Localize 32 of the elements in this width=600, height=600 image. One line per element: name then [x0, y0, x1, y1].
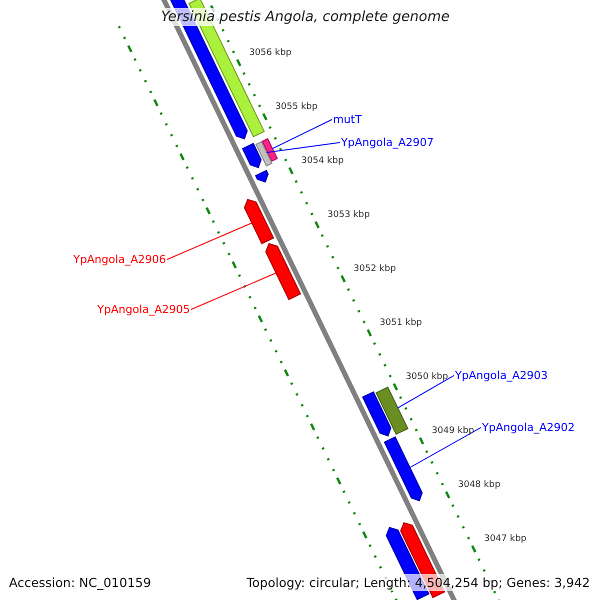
gene-label: mutT: [333, 113, 362, 126]
scale-label: 3056 kbp: [249, 48, 292, 59]
gene-label: YpAngola_A2903: [455, 369, 548, 382]
scale-label: 3053 kbp: [327, 210, 370, 221]
scale-label: 3055 kbp: [275, 102, 318, 113]
gene-label: YpAngola_A2902: [482, 421, 575, 434]
gene-feature-block: [362, 391, 392, 437]
gene-feature-block: [254, 170, 269, 183]
scale-label: 3050 kbp: [406, 372, 448, 383]
leader-line: [190, 272, 276, 310]
gene-feature-block: [265, 242, 302, 300]
gene-feature-block: [384, 436, 423, 502]
gene-label: YpAngola_A2907: [341, 136, 434, 149]
gene-label: YpAngola_A2905: [97, 303, 190, 316]
scale-label: 3047 kbp: [484, 534, 526, 545]
scale-label: 3048 kbp: [458, 480, 500, 491]
footer-text: Topology: circular; Length: 4,504,254 bp; Genes: 3,942: [244, 574, 592, 591]
gene-feature-block: [255, 141, 273, 167]
leader-line: [272, 119, 332, 150]
leader-line: [166, 222, 252, 260]
gene-label: YpAngola_A2906: [73, 253, 166, 266]
leader-line: [266, 142, 340, 153]
scale-label: 3054 kbp: [301, 156, 344, 167]
gene-feature-block: [244, 198, 274, 244]
scale-label: 3052 kbp: [354, 264, 396, 275]
leader-line: [397, 375, 454, 408]
leader-line: [410, 427, 482, 468]
gene-feature-block: [375, 386, 409, 435]
scale-label: 3049 kbp: [432, 426, 474, 437]
gene-feature-block: [242, 142, 262, 168]
gene-feature-block: [262, 138, 278, 162]
scale-label: 3051 kbp: [380, 318, 422, 329]
